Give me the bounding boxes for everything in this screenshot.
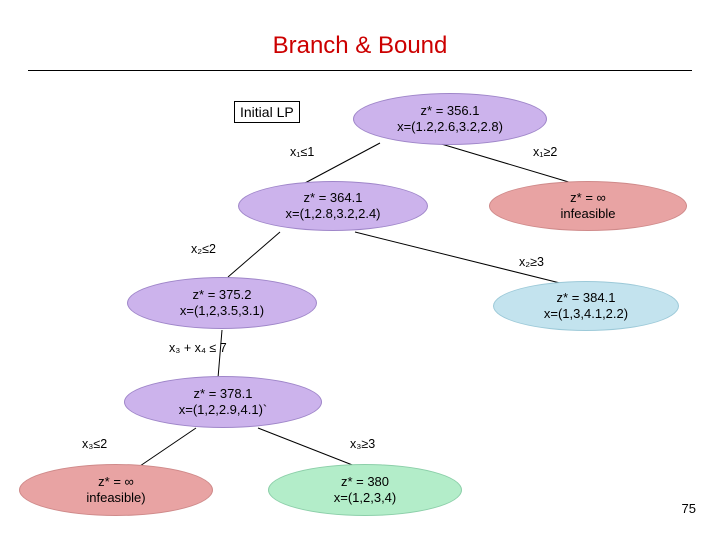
node-x1-ge2-line1: z* = ∞ <box>570 189 606 205</box>
node-root[interactable]: z* = 356.1 x=(1.2,2.6,3.2,2.8) <box>353 93 547 145</box>
title-divider <box>28 70 692 71</box>
node-root-line2: x=(1.2,2.6,3.2,2.8) <box>397 119 503 134</box>
node-x2-ge3-line1: z* = 384.1 <box>556 289 616 305</box>
node-x3-le2-line2: infeasible) <box>86 490 146 505</box>
node-x3-x4-le7-line2: x=(1,2,2.9,4.1)` <box>178 402 268 417</box>
node-x1-le1-line2: x=(1,2.8,3.2,2.4) <box>285 206 381 221</box>
node-x3-x4-le7[interactable]: z* = 378.1 x=(1,2,2.9,4.1)` <box>124 376 322 428</box>
edge-label-x2-ge-3: x₂≥3 <box>519 255 544 269</box>
initial-lp-label: Initial LP <box>234 101 300 123</box>
node-root-line1: z* = 356.1 <box>420 102 480 118</box>
edge-label-x3-ge-3: x₃≥3 <box>350 437 376 451</box>
edge-label-x3-le-2: x₃≤2 <box>82 437 108 451</box>
node-x3-ge3-line2: x=(1,2,3,4) <box>333 490 397 505</box>
page-title: Branch & Bound <box>272 32 448 59</box>
node-x1-le1[interactable]: z* = 364.1 x=(1,2.8,3.2,2.4) <box>238 181 428 231</box>
node-x1-ge2-infeasible[interactable]: z* = ∞ infeasible <box>489 181 687 231</box>
node-x3-ge3-line1: z* = 380 <box>340 473 390 489</box>
node-x3-ge3-optimal[interactable]: z* = 380 x=(1,2,3,4) <box>268 464 462 516</box>
edge-label-x2-le-2: x₂≤2 <box>191 242 216 256</box>
edge-label-x3-x4-le-7: x₃ + x₄ ≤ 7 <box>169 341 227 355</box>
edge-label-x1-le-1: x₁≤1 <box>290 145 315 159</box>
node-x2-le2[interactable]: z* = 375.2 x=(1,2,3.5,3.1) <box>127 277 317 329</box>
node-x2-le2-line2: x=(1,2,3.5,3.1) <box>179 303 265 318</box>
node-x3-x4-le7-line1: z* = 378.1 <box>193 385 253 401</box>
page-number: 75 <box>681 501 696 516</box>
node-x2-ge3[interactable]: z* = 384.1 x=(1,3,4.1,2.2) <box>493 281 679 331</box>
node-x2-ge3-line2: x=(1,3,4.1,2.2) <box>543 306 629 321</box>
node-x1-le1-line1: z* = 364.1 <box>303 189 363 205</box>
node-x3-le2-infeasible[interactable]: z* = ∞ infeasible) <box>19 464 213 516</box>
edge-label-x1-ge-2: x₁≥2 <box>533 145 558 159</box>
node-x3-le2-line1: z* = ∞ <box>98 473 134 489</box>
node-x1-ge2-line2: infeasible <box>560 206 616 221</box>
node-x2-le2-line1: z* = 375.2 <box>192 286 252 302</box>
